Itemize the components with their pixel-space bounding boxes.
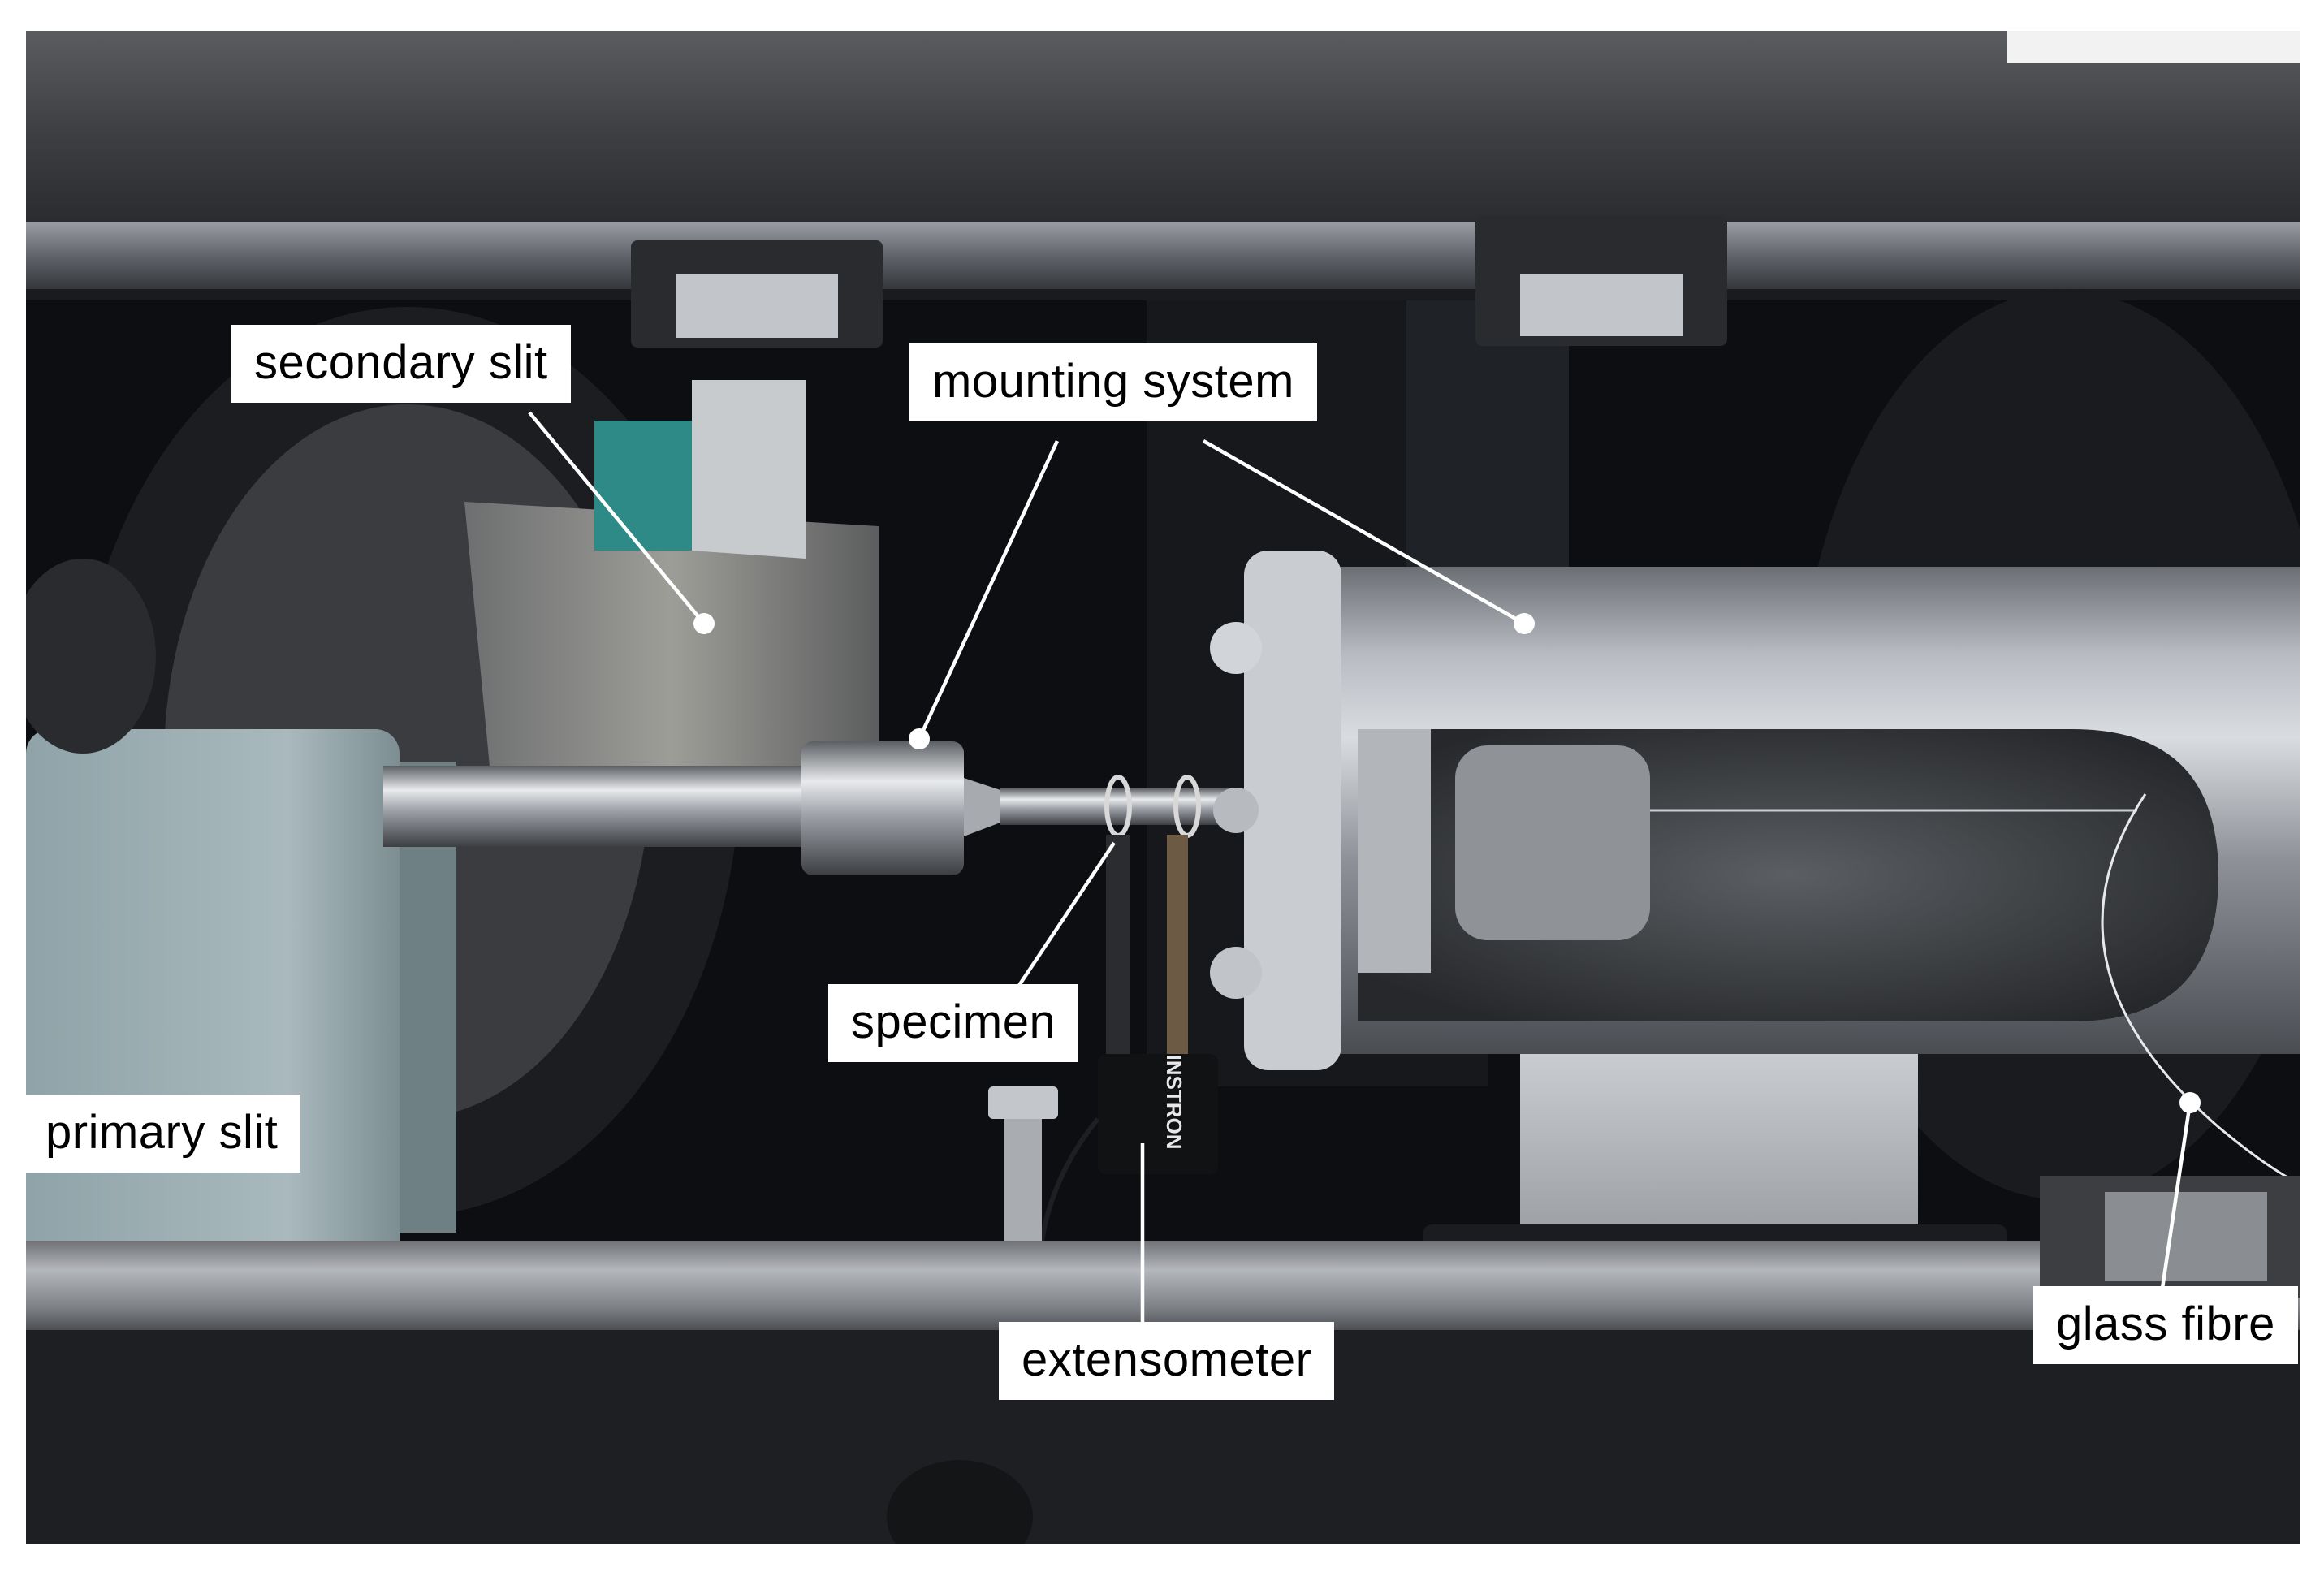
label-primary-slit: primary slit [26, 1095, 301, 1173]
label-specimen: specimen [828, 984, 1079, 1062]
label-mounting-system: mounting system [909, 343, 1317, 421]
extensometer-brand-text: INSTRON [1162, 1055, 1186, 1150]
label-secondary-slit: secondary slit [231, 325, 571, 403]
apparatus-photo: INSTRON secondary slit mounting sys [26, 31, 2300, 1544]
label-extensometer: extensometer [999, 1322, 1335, 1400]
leader-lines [528, 411, 2201, 1326]
label-glass-fibre: glass fibre [2033, 1286, 2298, 1364]
apparatus-scene: INSTRON [26, 31, 2300, 1544]
